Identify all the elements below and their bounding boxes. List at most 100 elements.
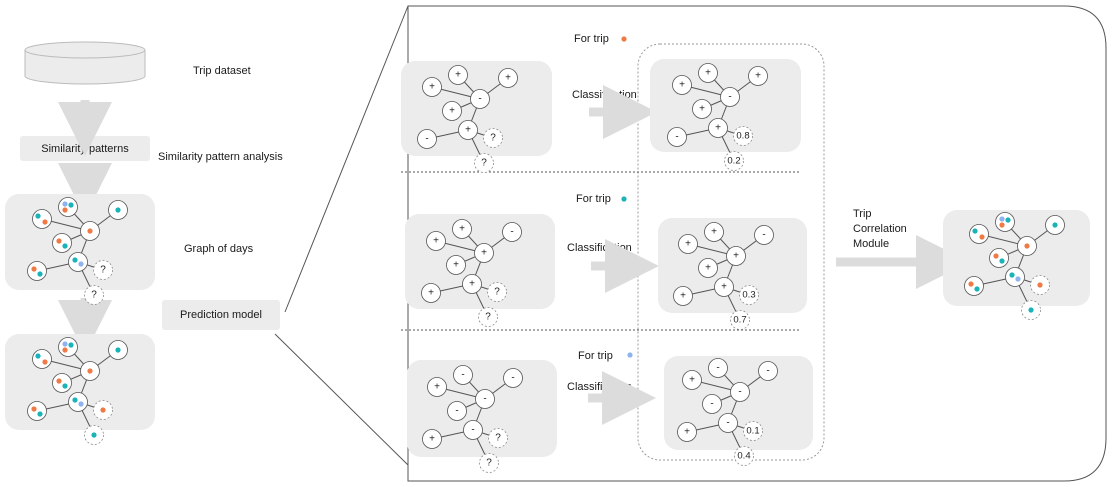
for-trip-label-3: For trip bbox=[578, 350, 613, 362]
graph-node-unknown bbox=[479, 453, 499, 473]
blue-trip-dot bbox=[78, 401, 84, 407]
node-sign-label: - bbox=[461, 370, 464, 381]
graph-node bbox=[32, 349, 52, 369]
orange-trip-dot bbox=[968, 281, 974, 287]
orange-trip-dot bbox=[42, 359, 48, 365]
blue-trip-dot bbox=[62, 201, 68, 207]
node-sign-label: - bbox=[716, 363, 719, 374]
database-cylinder-body bbox=[24, 50, 146, 85]
graph-node bbox=[446, 255, 466, 275]
probability-label: 0.2 bbox=[727, 156, 740, 167]
probability-label: 0.8 bbox=[736, 131, 749, 142]
orange-trip-dot bbox=[1024, 243, 1030, 249]
node-sign-label: - bbox=[455, 406, 458, 417]
orange-trip-dot bbox=[62, 347, 68, 353]
node-sign-label: + bbox=[505, 73, 511, 84]
graph-node-unknown bbox=[478, 307, 498, 327]
node-sign-label: + bbox=[705, 68, 711, 79]
graph-of-days-panel-panel bbox=[5, 194, 155, 290]
node-sign-label: + bbox=[465, 125, 471, 136]
graph-node bbox=[27, 261, 47, 281]
graph-node bbox=[698, 258, 718, 278]
node-sign-label: + bbox=[689, 375, 695, 386]
graph-node bbox=[52, 233, 72, 253]
graph-node bbox=[422, 77, 442, 97]
orange-trip-dot bbox=[993, 253, 999, 259]
graph-node bbox=[698, 63, 718, 83]
graph-node bbox=[969, 224, 989, 244]
node-sign-label: - bbox=[478, 94, 481, 105]
node-sign-label: - bbox=[425, 134, 428, 145]
teal-trip-dot bbox=[35, 213, 41, 219]
node-sign-label: + bbox=[684, 427, 690, 438]
node-sign-label: + bbox=[699, 104, 705, 115]
output-graph-row-1: ++-+++-0.80.2 bbox=[650, 59, 801, 171]
graph-node-unknown bbox=[730, 310, 750, 330]
graph-node bbox=[470, 89, 490, 109]
blue-trip-dot bbox=[62, 341, 68, 347]
graph-node bbox=[702, 394, 722, 414]
teal-trip-dot bbox=[1009, 272, 1015, 278]
node-sign-label: - bbox=[728, 92, 731, 103]
blue-trip-dot bbox=[999, 216, 1005, 222]
node-sign-label: + bbox=[755, 71, 761, 82]
unknown-node-label: ? bbox=[490, 133, 496, 144]
graph-of-days-label: Graph of days bbox=[184, 243, 254, 255]
graph-node bbox=[1005, 267, 1025, 287]
graph-node bbox=[730, 382, 750, 402]
graph-node bbox=[453, 365, 473, 385]
input-graph-row-3: -+----+?? bbox=[407, 360, 557, 473]
node-sign-label: - bbox=[510, 227, 513, 238]
graph-node-unknown bbox=[474, 153, 494, 173]
probability-label: 0.3 bbox=[742, 290, 755, 301]
teal-trip-dot bbox=[68, 342, 74, 348]
graph-node-unknown bbox=[84, 285, 104, 305]
input-graph-row-1: ++-+++-?? bbox=[401, 61, 552, 173]
graph-node bbox=[417, 129, 437, 149]
graph-node bbox=[718, 413, 738, 433]
predicted-graph-panel-panel bbox=[5, 334, 155, 430]
unknown-node-label: ? bbox=[91, 290, 97, 301]
graph-node bbox=[58, 337, 78, 357]
orange-trip-dot bbox=[56, 238, 62, 244]
graph-node-unknown bbox=[734, 446, 754, 466]
blue-trip-dot bbox=[78, 261, 84, 267]
probability-label: 0.1 bbox=[746, 426, 759, 437]
teal-trip-dot bbox=[1005, 217, 1011, 223]
node-sign-label: - bbox=[483, 394, 486, 405]
node-sign-label: + bbox=[434, 382, 440, 393]
orange-trip-dot bbox=[42, 219, 48, 225]
trip-correlation-line-2: Correlation bbox=[853, 223, 907, 235]
graph-node-unknown bbox=[93, 260, 113, 280]
graph-node bbox=[720, 87, 740, 107]
similarity-pattern-analysis-label: Similarity pattern analysis bbox=[158, 151, 283, 163]
node-sign-label: - bbox=[766, 366, 769, 377]
for-trip-label-2: For trip bbox=[576, 193, 611, 205]
zoom-line-top bbox=[284, 5, 409, 313]
node-sign-label: + bbox=[679, 80, 685, 91]
teal-trip-dot bbox=[62, 383, 68, 389]
teal-trip-dot bbox=[72, 257, 78, 263]
orange-trip-dot bbox=[87, 368, 93, 374]
graph-node bbox=[475, 389, 495, 409]
teal-trip-dot bbox=[62, 243, 68, 249]
graph-node bbox=[52, 373, 72, 393]
node-sign-label: + bbox=[453, 260, 459, 271]
node-sign-label: + bbox=[715, 123, 721, 134]
node-sign-label: + bbox=[685, 239, 691, 250]
teal-trip-dot bbox=[999, 258, 1005, 264]
graph-node bbox=[422, 429, 442, 449]
teal-trip-dot bbox=[68, 202, 74, 208]
graph-node bbox=[754, 225, 774, 245]
graph-node bbox=[447, 401, 467, 421]
teal-trip-dot bbox=[1052, 222, 1058, 228]
graph-node bbox=[498, 68, 518, 88]
node-sign-label: + bbox=[705, 263, 711, 274]
probability-label: 0.7 bbox=[733, 315, 746, 326]
for-trip-dot-1 bbox=[621, 36, 627, 42]
node-sign-label: + bbox=[428, 288, 434, 299]
correlated-graph-panel-panel bbox=[943, 210, 1090, 306]
graph-node bbox=[672, 75, 692, 95]
graph-node bbox=[426, 231, 446, 251]
